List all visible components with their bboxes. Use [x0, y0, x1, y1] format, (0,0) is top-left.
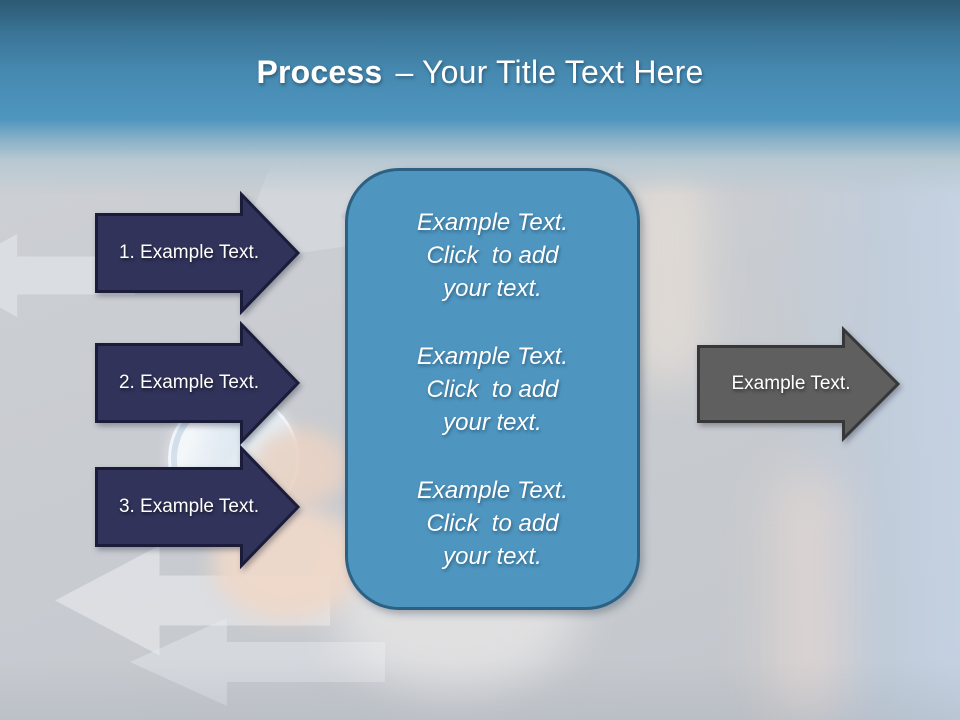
output-arrow: Example Text. — [697, 325, 901, 443]
right-arrow-shape — [697, 325, 901, 443]
slide-title: Process – Your Title Text Here — [0, 54, 960, 91]
center-text-block-1: Example Text. Click to add your text. — [416, 208, 569, 302]
title-subtitle: – Your Title Text Here — [395, 54, 704, 90]
step-2-label: 2. Example Text. — [118, 372, 260, 393]
background-bottom-shade — [0, 660, 960, 720]
center-text-block-2: Example Text. Click to add your text. — [416, 342, 569, 436]
right-arrow-shape — [95, 190, 301, 316]
background-figure-blur — [628, 165, 708, 385]
center-text-box: Example Text. Click to add your text. Ex… — [345, 168, 640, 610]
title-keyword: Process — [256, 54, 383, 90]
background-arm-blur — [770, 470, 845, 720]
step-arrow-3: 3. Example Text. — [95, 444, 301, 570]
right-arrow-shape — [95, 444, 301, 570]
step-arrow-2: 2. Example Text. — [95, 320, 301, 446]
right-arrow-shape — [95, 320, 301, 446]
step-arrow-1: 1. Example Text. — [95, 190, 301, 316]
title-bar — [0, 0, 960, 195]
step-1-label: 1. Example Text. — [118, 242, 260, 263]
output-arrow-label: Example Text. — [731, 373, 851, 394]
center-text-block-3: Example Text. Click to add your text. — [416, 476, 569, 570]
step-3-label: 3. Example Text. — [118, 496, 260, 517]
